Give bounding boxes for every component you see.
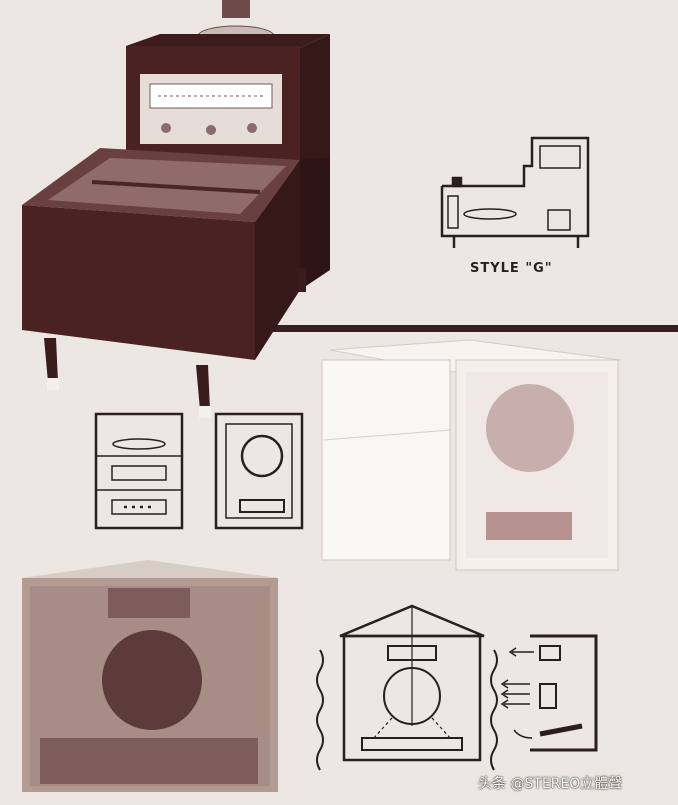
component-cabinet-outline bbox=[94, 412, 184, 530]
wall-left bbox=[316, 649, 324, 771]
turntable-platter bbox=[112, 438, 166, 450]
style-g-caption: STYLE "G" bbox=[470, 261, 553, 276]
style-g-speaker bbox=[447, 195, 459, 229]
cross-woofer bbox=[539, 683, 557, 709]
divider-bar bbox=[250, 325, 678, 332]
style-g-tuner bbox=[539, 145, 581, 169]
tweeter-shadow bbox=[108, 588, 190, 618]
cabinet-leg bbox=[296, 268, 306, 292]
cross-port bbox=[539, 723, 583, 737]
port-shadow bbox=[486, 512, 572, 540]
speaker-cabinet-outline bbox=[214, 412, 304, 530]
component-cabinet-drawing bbox=[94, 412, 184, 530]
style-g-amp bbox=[547, 209, 571, 231]
cabinet-leg bbox=[196, 365, 210, 410]
horn-tweeter bbox=[387, 645, 437, 661]
amp-box bbox=[111, 499, 167, 515]
speaker-left-box bbox=[321, 359, 451, 561]
dashed-path bbox=[371, 717, 393, 741]
horn-woofer bbox=[383, 667, 441, 725]
speaker-grille bbox=[225, 423, 293, 519]
style-g-turntable bbox=[463, 208, 517, 220]
tuner-knob bbox=[206, 125, 216, 135]
leg-ferrule bbox=[47, 378, 59, 390]
wall-right bbox=[490, 649, 498, 771]
bass-slot bbox=[361, 737, 463, 751]
cross-tweeter bbox=[539, 645, 561, 661]
style-g-drawing bbox=[440, 136, 590, 248]
arrowhead bbox=[508, 647, 517, 657]
dashed-path bbox=[431, 717, 453, 741]
corner-horn-diagram bbox=[316, 604, 598, 771]
arrowhead bbox=[500, 689, 509, 699]
box-seam bbox=[323, 429, 451, 441]
bin-divider bbox=[91, 180, 261, 194]
white-speaker-photo bbox=[321, 339, 621, 571]
woofer bbox=[102, 630, 202, 730]
corner-enclosure-photo bbox=[22, 560, 278, 792]
arrowhead bbox=[500, 679, 509, 689]
cabinet-front bbox=[22, 205, 255, 360]
cabinet-leg bbox=[44, 338, 58, 382]
speaker-cabinet-drawing bbox=[214, 412, 304, 530]
cabinet-side bbox=[255, 160, 300, 360]
lamp-stem bbox=[222, 0, 250, 18]
cabinet-side-back bbox=[300, 158, 330, 290]
tuner-housing-side bbox=[300, 34, 330, 168]
bass-port bbox=[40, 738, 258, 784]
woofer-shadow bbox=[486, 384, 574, 472]
leg-ferrule bbox=[199, 406, 211, 418]
arrowhead bbox=[500, 699, 509, 709]
style-g-outline bbox=[440, 136, 590, 238]
style-g-knob bbox=[451, 176, 463, 188]
sound-arrow-curved bbox=[513, 729, 533, 739]
cross-section-box bbox=[530, 634, 598, 752]
tuner-knob bbox=[161, 123, 171, 133]
speaker-port bbox=[239, 499, 285, 513]
cabinet-top bbox=[126, 34, 330, 48]
console-cabinet-photo bbox=[22, 0, 330, 418]
speaker-cone bbox=[240, 434, 284, 478]
tuner-dial bbox=[149, 83, 273, 109]
watermark-text: 头条 @STEREO立體聲 bbox=[478, 776, 623, 792]
tuner-knob bbox=[247, 123, 257, 133]
tuner-box bbox=[111, 465, 167, 481]
